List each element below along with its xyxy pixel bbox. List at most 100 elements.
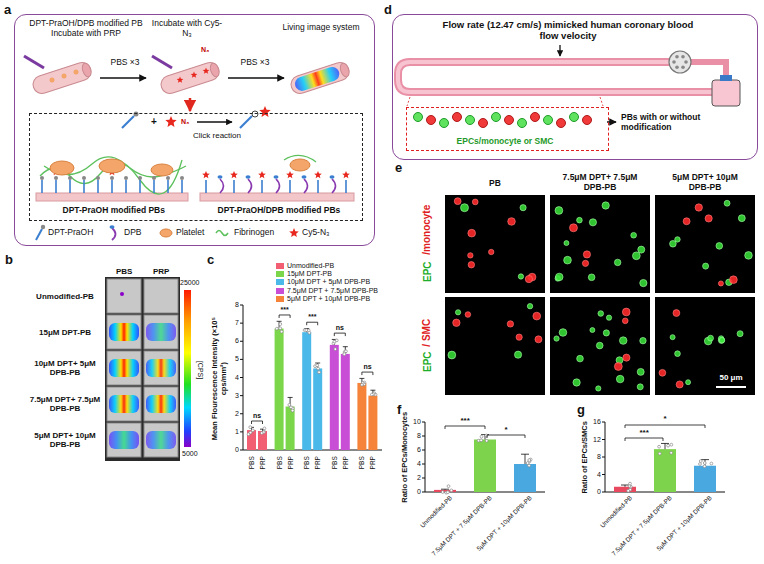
label: ns (336, 324, 344, 332)
smc-cell (622, 308, 630, 316)
micrograph (655, 195, 755, 293)
legend-icon (41, 225, 45, 229)
zoom-box: EPCs/monocyte or SMC (406, 107, 609, 151)
dpb-end (246, 175, 251, 179)
peristaltic-pump (669, 51, 691, 73)
epc-cell (555, 207, 563, 215)
legend-text: 10μM DPT + 5μM DPB-PB (287, 278, 370, 286)
smc-cell (676, 381, 683, 388)
label: 3 (235, 392, 239, 400)
plate-well (144, 279, 178, 313)
fibrinogen-strand (44, 157, 182, 194)
data-point (667, 444, 670, 447)
fluorescence-signal (109, 431, 139, 449)
smc-cell (516, 334, 522, 340)
alkyne-tip (110, 176, 114, 180)
label: PBS (331, 456, 338, 469)
alkyne-tip (96, 176, 100, 180)
node-text: Incubate with Cy5-N₃ (151, 19, 223, 39)
label: PRP (369, 456, 376, 469)
monocyte-cell (479, 119, 488, 128)
vessel-lumen (209, 62, 221, 78)
error-cap (441, 489, 449, 490)
significance-bracket (362, 372, 373, 375)
label: / SMC (421, 319, 433, 347)
label: N₃ (181, 118, 189, 126)
data-point (447, 485, 450, 488)
data-point (317, 367, 320, 370)
dpt-praoh-stalk (289, 180, 291, 193)
epc-cell (675, 237, 680, 242)
smc-cell (507, 321, 513, 327)
monocyte-cell (718, 281, 723, 286)
smc-cell (533, 312, 541, 320)
node-text: DPT-PraOH/DPB modified PB Incubate with … (19, 19, 153, 39)
monocyte-cell (454, 198, 461, 205)
alkyne-tip (166, 176, 170, 180)
error-cap (701, 459, 709, 460)
label: 8 (597, 453, 601, 461)
significance-bracket (307, 322, 318, 325)
dpb-chain (304, 179, 308, 193)
data-point (703, 462, 706, 465)
alkyne-tip (152, 176, 156, 180)
plate-well (107, 279, 141, 313)
pump-roller (675, 65, 679, 69)
label: [CPS] (196, 361, 204, 379)
legend-text: DPB (124, 228, 141, 238)
bar (694, 466, 716, 492)
epc-cell (638, 246, 645, 253)
pump-roller (672, 60, 676, 64)
epc-cell (518, 119, 527, 128)
epc-cell (619, 337, 627, 345)
data-point (263, 427, 266, 430)
epc-cell (596, 386, 601, 391)
monocyte-cell (705, 215, 712, 222)
node-text: Click reaction (172, 131, 262, 140)
epc-cell (573, 379, 580, 386)
plate-well (107, 387, 141, 421)
data-point (251, 429, 254, 432)
axis-tick (240, 377, 243, 378)
bar (302, 332, 311, 450)
axis-tick (240, 341, 243, 342)
label: *** (461, 416, 470, 425)
label: 5μM DPT+ 10μM DPB-PB (28, 431, 102, 449)
dpb-chain (276, 179, 280, 193)
alkyne-tip (40, 176, 44, 180)
label: 6 (235, 337, 239, 345)
data-point (658, 452, 661, 455)
molecule-stalk (122, 116, 134, 128)
legend-swatch (276, 288, 284, 294)
epc-cell (555, 273, 563, 281)
label: PBS (116, 267, 132, 276)
significance-bracket (625, 425, 705, 428)
error-bar (525, 454, 526, 464)
epc-cell (564, 241, 569, 246)
dpt-praoh-stalk (41, 180, 43, 193)
label: PBS (275, 456, 282, 469)
legend-text: Platelet (176, 228, 204, 238)
epc-cell (590, 328, 595, 333)
fibrinogen-strand (284, 155, 316, 162)
monocyte-cell (489, 249, 494, 254)
significance-bracket (252, 421, 263, 424)
dpt-praoh-stalk (111, 180, 113, 193)
data-point (441, 491, 444, 494)
legend-swatch (276, 296, 284, 302)
axis-tick (422, 492, 425, 493)
epc-cell (466, 116, 475, 125)
monocyte-cell (570, 224, 578, 232)
label: Mean Flourescence Intensity (×10⁵ cps/mm… (211, 303, 228, 453)
dpt-praoh-stalk (261, 180, 263, 193)
dpt-praoh-stalk (69, 180, 71, 193)
label: * (505, 425, 508, 434)
axis-tick (422, 436, 425, 437)
label: 4 (235, 374, 239, 382)
bar (474, 440, 496, 493)
dpt-praoh-stalk (55, 180, 57, 193)
plate-frame (105, 277, 180, 461)
label: c (207, 253, 214, 268)
label: 10μM DPT+ 5μM DPB-PB (28, 359, 102, 377)
fluorescence-signal (146, 431, 176, 449)
